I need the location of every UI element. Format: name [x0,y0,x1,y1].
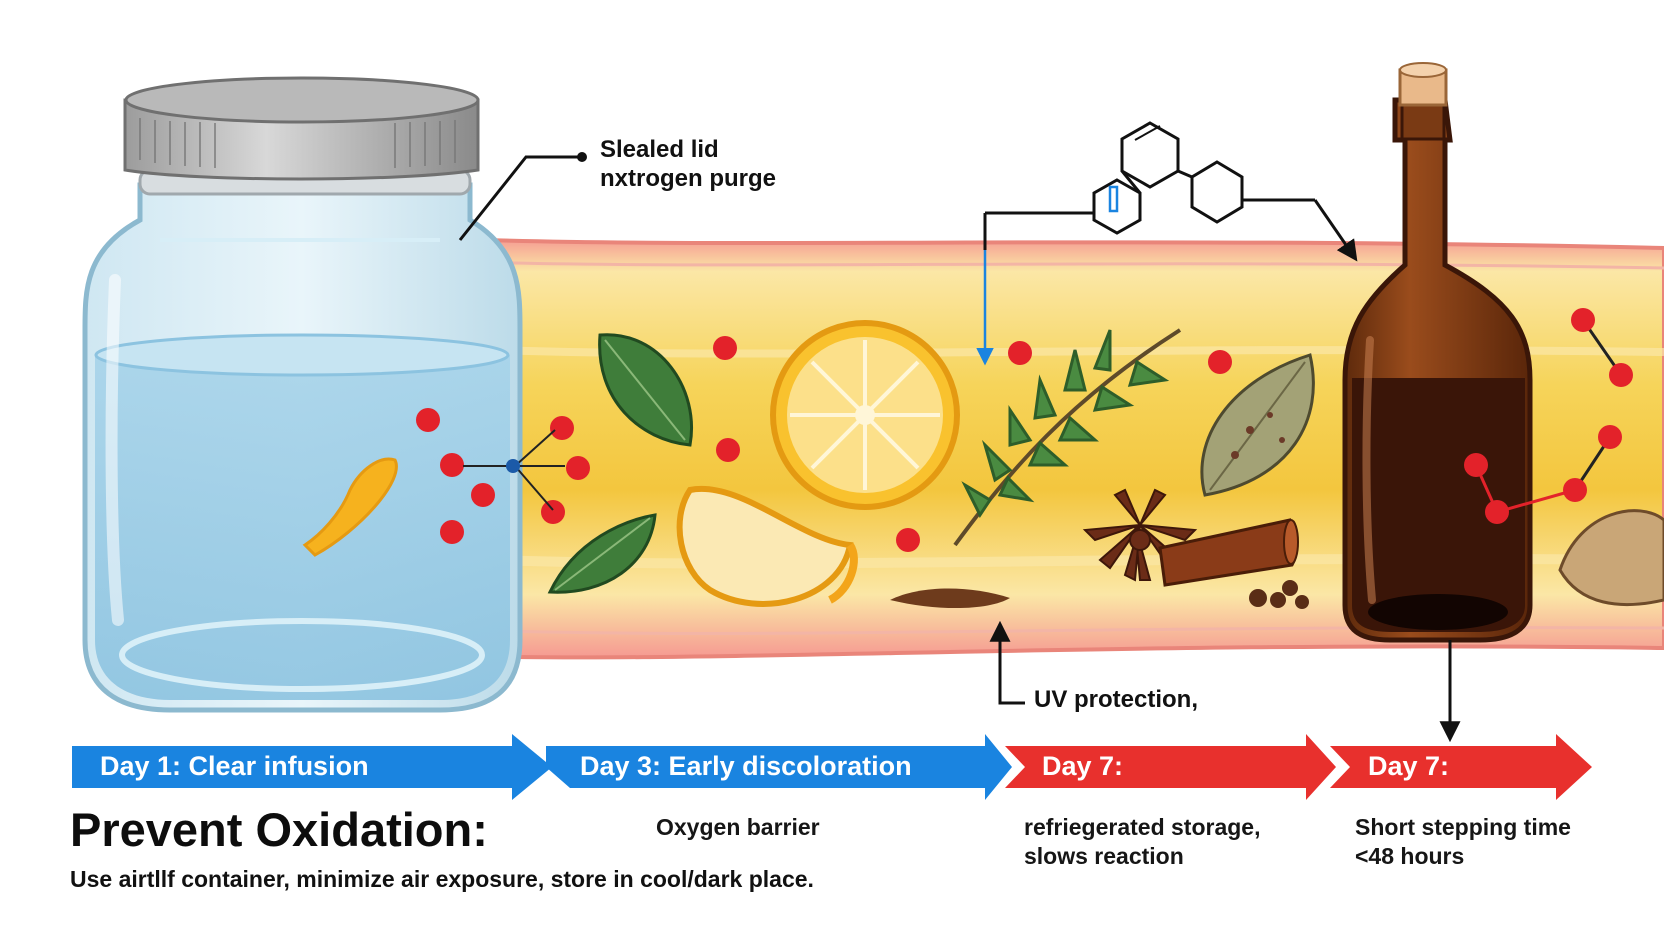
lid-callout-line-1: Slealed lid [600,136,719,163]
timeline-label-1: Day 1: Clear infusion [100,751,369,781]
cinnamon-icon [1158,518,1299,587]
note-2-line-1: refriegerated storage, [1024,814,1261,840]
uv-callout-line [989,620,1025,705]
note-3-line-2: <48 hours [1355,842,1465,869]
bay-leaf-icon [1200,353,1315,497]
mint-leaf-icon [598,333,693,447]
lemon-icon [770,320,960,510]
lemon-peel-icon-2 [676,485,858,607]
note-refrigerated: refriegerated storage, slows reaction [1024,813,1260,871]
note-1-line-1: Oxygen barrier [656,814,820,840]
timeline [72,734,1592,800]
rosemary-icon [953,328,1182,547]
oxygen-molecules-band [713,336,1232,552]
timeline-label-3: Day 7: [1042,751,1124,781]
bottle-icon [1342,62,1533,643]
spice-bits-icon [890,580,1309,609]
timeline-arrow-1 [72,734,552,800]
lid-callout-line-2: nxtrogen purge [600,164,777,192]
timeline-arrow-3 [1005,734,1336,800]
page-subtitle: Use airtllf container, minimize air expo… [70,866,814,892]
timeline-arrow-2 [546,734,1012,800]
oxygen-molecules-jar [416,408,590,544]
uv-callout-text: UV protection, [1034,686,1199,713]
mint-leaf-icon-2 [547,513,657,594]
note-2-line-2: slows reaction [1024,842,1184,869]
lid-callout-line [458,152,587,241]
timeline-arrow-4 [1330,734,1592,800]
lid-callout-text: Slealed lid nxtrogen purge [600,136,776,194]
note-oxygen-barrier: Oxygen barrier [656,813,820,842]
timeline-label-4: Day 7: [1368,751,1450,781]
note-short-steeping: Short stepping time <48 hours [1355,813,1571,871]
page-title: Prevent Oxidation: [70,803,488,856]
jar-icon [82,76,523,713]
oxygen-molecules-bottle [1464,308,1664,606]
lemon-peel-icon [302,457,398,557]
timeline-label-2: Day 3: Early discoloration [580,751,912,781]
molecule-icon [976,121,1358,366]
note-3-line-1: Short stepping time [1355,814,1571,840]
